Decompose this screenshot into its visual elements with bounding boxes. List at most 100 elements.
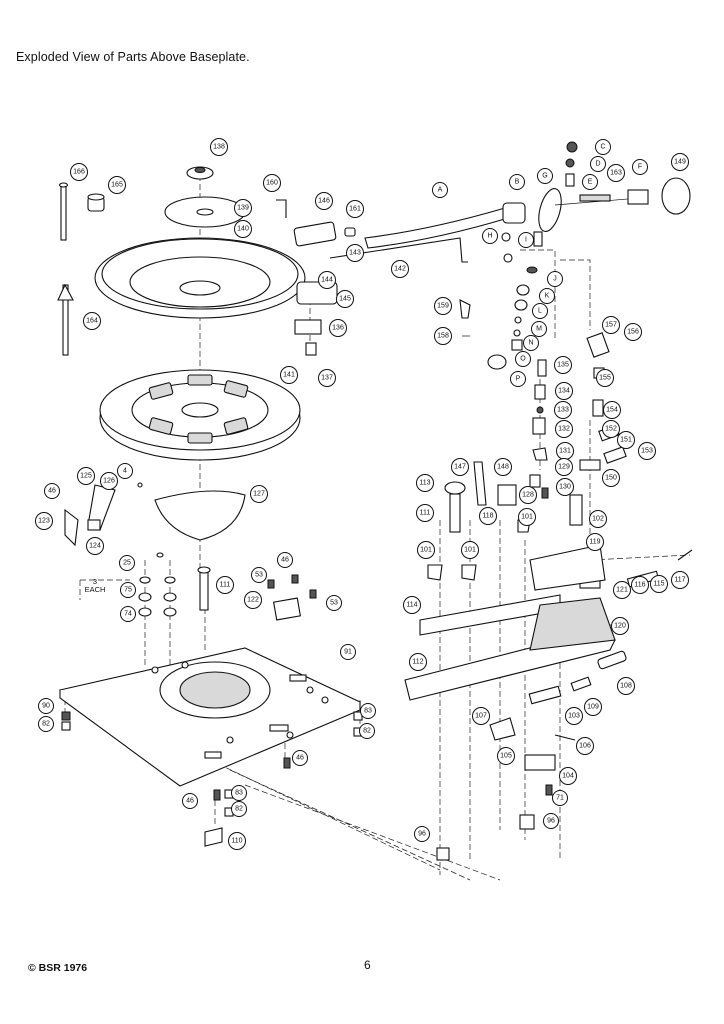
callout-text: 150: [605, 475, 617, 482]
callout-116: 116: [631, 576, 649, 594]
adaptor-165: [87, 193, 105, 212]
callout-150: 150: [602, 469, 620, 487]
callout-text: 137: [321, 375, 333, 382]
callout-115: 115: [650, 575, 668, 593]
callout-text: 46: [186, 798, 194, 805]
callout-text: A: [438, 187, 443, 194]
callout-text: 145: [339, 296, 351, 303]
callout-136: 136: [329, 319, 347, 337]
callout-text: 128: [522, 492, 534, 499]
callout-146: 146: [315, 192, 333, 210]
callout-96: 96: [414, 826, 430, 842]
callout-165: 165: [108, 176, 126, 194]
callout-46: 46: [277, 552, 293, 568]
callout-148: 148: [494, 458, 512, 476]
callout-text: 106: [579, 743, 591, 750]
callout-text: 142: [394, 266, 406, 273]
callout-text: 82: [42, 721, 50, 728]
callout-l: L: [532, 303, 548, 319]
callout-164: 164: [83, 312, 101, 330]
callout-83: 83: [360, 703, 376, 719]
callout-text: 96: [418, 831, 426, 838]
callout-h: H: [482, 228, 498, 244]
callout-132: 132: [555, 420, 573, 438]
callout-46: 46: [292, 750, 308, 766]
callout-102: 102: [589, 510, 607, 528]
callout-text: 120: [614, 623, 626, 630]
callout-159: 159: [434, 297, 452, 315]
callout-text: 90: [42, 703, 50, 710]
callout-134: 134: [555, 382, 573, 400]
callout-101: 101: [518, 508, 536, 526]
callout-o: O: [515, 351, 531, 367]
callout-text: 148: [497, 464, 509, 471]
page-title: Exploded View of Parts Above Baseplate.: [16, 50, 250, 64]
callout-text: 152: [605, 426, 617, 433]
callout-125: 125: [77, 467, 95, 485]
callout-text: 161: [349, 206, 361, 213]
callout-122: 122: [244, 591, 262, 609]
callout-text: 74: [124, 611, 132, 618]
callout-53: 53: [251, 567, 267, 583]
callout-text: O: [520, 356, 526, 363]
callout-text: 103: [568, 713, 580, 720]
callout-4: 4: [117, 463, 133, 479]
callout-121: 121: [613, 581, 631, 599]
callout-147: 147: [451, 458, 469, 476]
callout-text: G: [542, 173, 547, 180]
arm-small-parts: [459, 141, 578, 370]
callout-114: 114: [403, 596, 421, 614]
callout-text: 138: [213, 144, 225, 151]
callout-158: 158: [434, 327, 452, 345]
callout-text: 144: [321, 277, 333, 284]
callout-152: 152: [602, 420, 620, 438]
page-number: 6: [364, 958, 371, 972]
callout-e: E: [582, 174, 598, 190]
callout-text: 134: [558, 388, 570, 395]
callout-25: 25: [119, 555, 135, 571]
callout-text: 105: [500, 753, 512, 760]
callout-text: B: [515, 179, 520, 186]
callout-text: 158: [437, 333, 449, 340]
callout-46: 46: [44, 483, 60, 499]
callout-m: M: [531, 321, 547, 337]
callout-71: 71: [552, 790, 568, 806]
callout-text: 115: [653, 581, 664, 588]
callout-j: J: [547, 271, 563, 287]
callout-b: B: [509, 174, 525, 190]
callout-156: 156: [624, 323, 642, 341]
callout-text: 123: [38, 518, 50, 525]
callout-text: 129: [558, 464, 570, 471]
callout-text: 153: [641, 448, 653, 455]
callout-text: 71: [556, 795, 564, 802]
callout-text: 119: [589, 539, 600, 546]
callout-101: 101: [461, 541, 479, 559]
callout-96: 96: [543, 813, 559, 829]
copyright: © BSR 1976: [28, 962, 88, 974]
callout-text: 159: [437, 303, 449, 310]
callout-text: 75: [124, 587, 132, 594]
callout-124: 124: [86, 537, 104, 555]
callout-text: 143: [349, 250, 361, 257]
callout-109: 109: [584, 698, 602, 716]
callout-138: 138: [210, 138, 228, 156]
callout-128: 128: [519, 486, 537, 504]
callout-75: 75: [120, 582, 136, 598]
callout-text: K: [545, 293, 550, 300]
callout-text: 140: [237, 226, 249, 233]
callout-123: 123: [35, 512, 53, 530]
callout-130: 130: [556, 478, 574, 496]
callout-144: 144: [318, 271, 336, 289]
callout-131: 131: [556, 442, 574, 460]
right-stack: [529, 332, 627, 526]
callout-151: 151: [617, 431, 635, 449]
callout-155: 155: [596, 369, 614, 387]
callout-text: 91: [344, 649, 352, 656]
mat-139: [164, 196, 246, 228]
callout-text: H: [487, 233, 492, 240]
callout-text: 107: [475, 713, 487, 720]
callout-74: 74: [120, 606, 136, 622]
callout-text: 4: [123, 468, 127, 475]
callout-text: 165: [111, 182, 123, 189]
